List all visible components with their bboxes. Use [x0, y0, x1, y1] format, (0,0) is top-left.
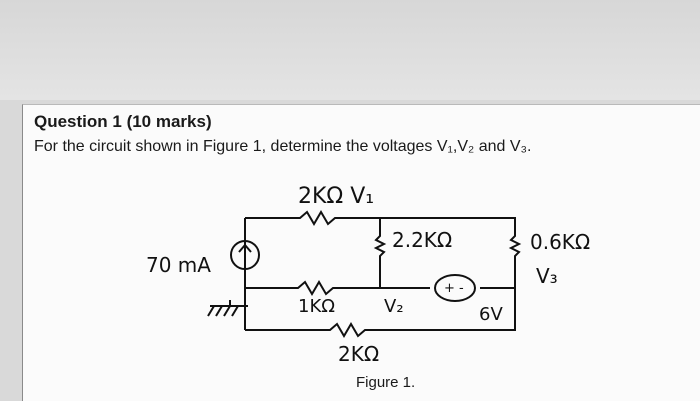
voltage-source-symbol	[434, 274, 476, 302]
question-title: Question 1 (10 marks)	[34, 112, 212, 131]
voltage-source-label: 6V	[479, 304, 503, 325]
v3-label: V₃	[536, 264, 558, 288]
question-text: For the circuit shown in Figure 1, deter…	[34, 138, 532, 155]
right-resistor-label: 0.6KΩ	[530, 230, 590, 254]
circuit-wires	[244, 210, 522, 338]
ground-symbol	[207, 300, 248, 317]
bottom-resistor-label: 2KΩ	[338, 342, 379, 366]
v2-label: V₂	[384, 296, 404, 317]
current-source-label: 70 mA	[146, 253, 211, 277]
question-card	[22, 104, 700, 401]
left-bottom-resistor-label: 1KΩ	[298, 296, 335, 317]
background-top	[0, 0, 700, 100]
top-resistor-label: 2KΩ V₁	[298, 184, 374, 209]
voltage-source-sign-label: + -	[444, 281, 464, 296]
middle-resistor-label: 2.2KΩ	[392, 228, 452, 252]
current-source-symbol	[230, 240, 260, 270]
figure-caption: Figure 1.	[356, 374, 416, 391]
